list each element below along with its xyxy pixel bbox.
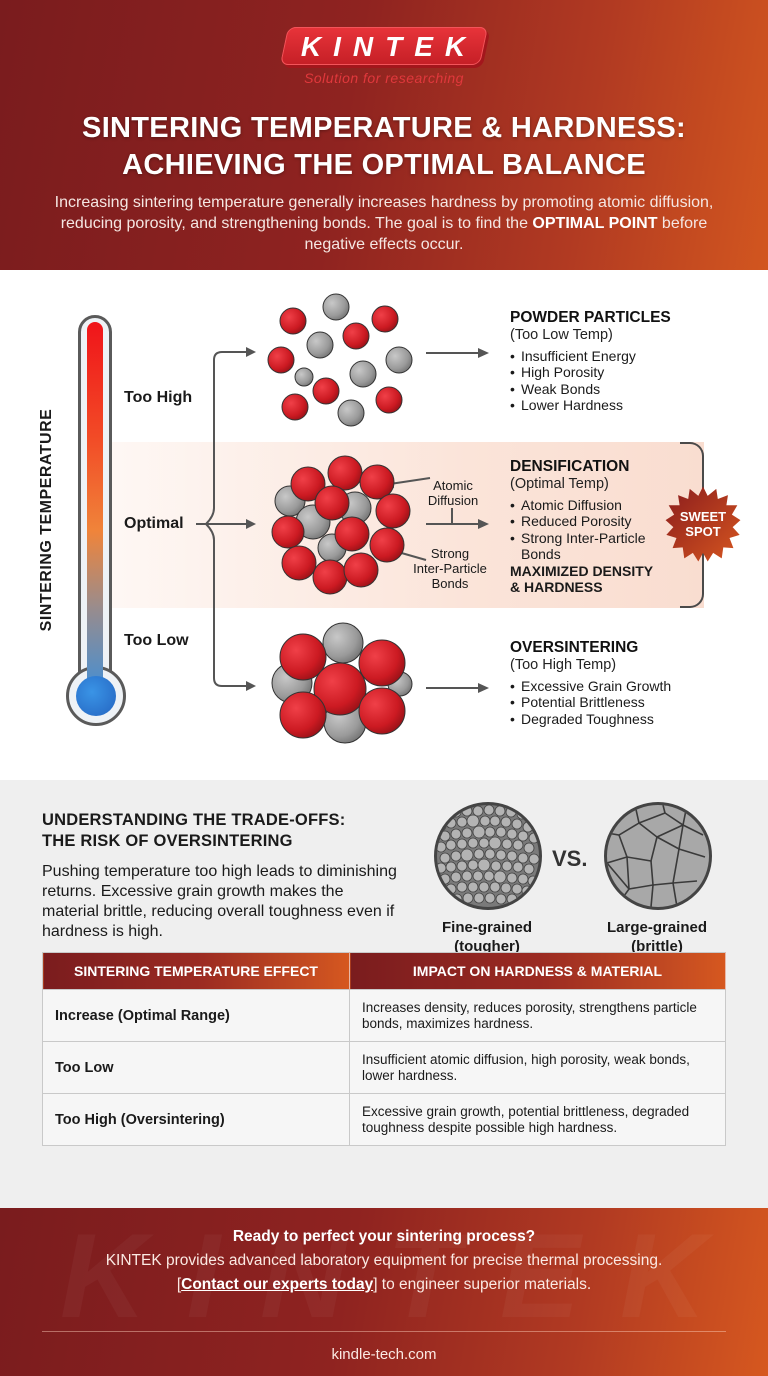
bracket-open: [ — [176, 1276, 182, 1293]
header-banner: KINTEK Solution for researching SINTERIN… — [0, 0, 768, 270]
effects-table: SINTERING TEMPERATURE EFFECT IMPACT ON H… — [42, 952, 726, 1146]
intro-paragraph: Increasing sintering temperature general… — [40, 192, 728, 255]
table-cell-effect: Too Low — [42, 1041, 350, 1094]
thermometer-fill — [87, 322, 103, 702]
footer-divider — [42, 1331, 726, 1332]
large-grain-icon — [604, 802, 712, 910]
tradeoffs-title: UNDERSTANDING THE TRADE-OFFS: THE RISK O… — [42, 810, 412, 852]
stage-emphasis: MAXIMIZED DENSITY & HARDNESS — [510, 563, 660, 595]
stage-powder-particles: POWDER PARTICLES (Too Low Temp) Insuffic… — [510, 308, 671, 414]
oversintered-cluster — [271, 622, 413, 744]
annotation-atomic-diffusion: Atomic Diffusion — [418, 478, 488, 508]
tradeoffs-section: UNDERSTANDING THE TRADE-OFFS: THE RISK O… — [0, 780, 768, 1208]
level-too-high: Too High — [124, 389, 193, 406]
fine-grain-icon — [434, 802, 542, 910]
title-line-2: ACHIEVING THE OPTIMAL BALANCE — [122, 149, 646, 181]
table-cell-impact: Excessive grain growth, potential brittl… — [349, 1093, 726, 1146]
sweet-spot-starburst-icon — [665, 486, 741, 562]
badge-line: SWEET — [679, 509, 727, 524]
table-cell-effect: Increase (Optimal Range) — [42, 989, 350, 1042]
thermometer-bulb — [76, 676, 116, 716]
bracket-close: ] — [373, 1276, 378, 1293]
table-row: Too Low Insufficient atomic diffusion, h… — [42, 1041, 726, 1094]
annotation-line: Strong — [430, 546, 470, 561]
table-cell-effect: Too High (Oversintering) — [42, 1093, 350, 1146]
stage-title: DENSIFICATION — [510, 458, 630, 475]
stage-item: Lower Hardness — [510, 397, 671, 414]
densified-cluster — [271, 455, 411, 595]
stage-item: Degraded Toughness — [510, 711, 671, 728]
cta-line-contact: [Contact our experts today] to engineer … — [0, 1276, 768, 1294]
fine-grain-label: Fine-grained (tougher) — [417, 918, 557, 956]
stage-list: Excessive Grain Growth Potential Brittle… — [510, 678, 671, 728]
title-line-1: SINTERING TEMPERATURE & HARDNESS: — [82, 112, 686, 144]
intro-text-1: Increasing sintering temperature general… — [54, 194, 714, 232]
website-url[interactable]: kindle-tech.com — [331, 1346, 437, 1363]
title-line: UNDERSTANDING THE TRADE-OFFS: — [42, 811, 346, 829]
tradeoffs-body: Pushing temperature too high leads to di… — [42, 863, 397, 940]
stage-list: Atomic Diffusion Reduced Porosity Strong… — [510, 497, 660, 563]
stage-item: Potential Brittleness — [510, 694, 671, 711]
annotation-line: Atomic — [433, 478, 473, 493]
table-cell-impact: Insufficient atomic diffusion, high poro… — [349, 1041, 726, 1094]
cta-tail: to engineer superior materials. — [377, 1276, 592, 1293]
emphasis-line: & HARDNESS — [510, 578, 603, 595]
level-too-low: Too Low — [124, 632, 189, 649]
table-header-row: SINTERING TEMPERATURE EFFECT IMPACT ON H… — [42, 952, 726, 990]
cta-body: KINTEK provides advanced laboratory equi… — [105, 1252, 663, 1269]
footer-cta: KINTEK Ready to perfect your sintering p… — [0, 1208, 768, 1376]
table-cell-impact: Increases density, reduces porosity, str… — [349, 989, 726, 1042]
sweet-spot-label: SWEET SPOT — [664, 509, 742, 539]
stage-item: Insufficient Energy — [510, 348, 671, 365]
table-header-effect: SINTERING TEMPERATURE EFFECT — [42, 952, 350, 990]
stage-subtitle: (Too Low Temp) — [510, 327, 613, 343]
stage-subtitle: (Too High Temp) — [510, 657, 617, 673]
logo-tagline: Solution for researching — [304, 70, 464, 86]
stage-item: Excessive Grain Growth — [510, 678, 671, 695]
stage-oversintering: OVERSINTERING (Too High Temp) Excessive … — [510, 638, 671, 727]
loose-particles — [267, 293, 413, 427]
table-row: Increase (Optimal Range) Increases densi… — [42, 989, 726, 1042]
annotation-line: Bonds — [431, 576, 469, 591]
stage-item: High Porosity — [510, 364, 671, 381]
stage-subtitle: (Optimal Temp) — [510, 476, 609, 492]
stage-list: Insufficient Energy High Porosity Weak B… — [510, 348, 671, 414]
stage-item: Weak Bonds — [510, 381, 671, 398]
stage-item: Strong Inter-Particle Bonds — [510, 530, 660, 563]
stage-title: POWDER PARTICLES — [510, 309, 671, 326]
cta-heading: Ready to perfect your sintering process? — [232, 1228, 536, 1245]
stage-densification: DENSIFICATION (Optimal Temp) Atomic Diff… — [510, 457, 660, 595]
label-line: Large-grained — [606, 919, 708, 936]
vs-label: VS. — [552, 846, 588, 871]
logo-text: KINTEK — [300, 31, 478, 62]
level-optimal: Optimal — [124, 515, 184, 532]
table-header-impact: IMPACT ON HARDNESS & MATERIAL — [349, 952, 726, 990]
kintek-logo: KINTEK Solution for researching — [274, 27, 494, 91]
title-line: THE RISK OF OVERSINTERING — [42, 832, 293, 850]
annotation-strong-bonds: Strong Inter-Particle Bonds — [402, 546, 498, 591]
footer-watermark: KINTEK — [60, 1216, 720, 1336]
contact-experts-link[interactable]: Contact our experts today — [181, 1276, 374, 1293]
stage-item: Atomic Diffusion — [510, 497, 660, 514]
annotation-line: Inter-Particle — [413, 561, 487, 576]
large-grain-label: Large-grained (brittle) — [587, 918, 727, 956]
label-line: (tougher) — [454, 938, 520, 955]
page-title: SINTERING TEMPERATURE & HARDNESS: ACHIEV… — [0, 110, 768, 184]
label-line: (brittle) — [631, 938, 683, 955]
emphasis-line: MAXIMIZED DENSITY — [510, 562, 654, 579]
annotation-line: Diffusion — [427, 493, 479, 508]
sintering-diagram: SINTERING TEMPERATURE Too High Optimal T… — [0, 270, 768, 780]
stage-title: OVERSINTERING — [510, 639, 639, 656]
badge-line: SPOT — [685, 524, 721, 539]
brace-arrows — [196, 293, 489, 744]
intro-text-2: before negative effects occur. — [304, 215, 708, 253]
label-line: Fine-grained — [441, 919, 532, 936]
intro-emphasis: OPTIMAL POINT — [532, 215, 658, 232]
stage-item: Reduced Porosity — [510, 513, 660, 530]
table-row: Too High (Oversintering) Excessive grain… — [42, 1093, 726, 1146]
